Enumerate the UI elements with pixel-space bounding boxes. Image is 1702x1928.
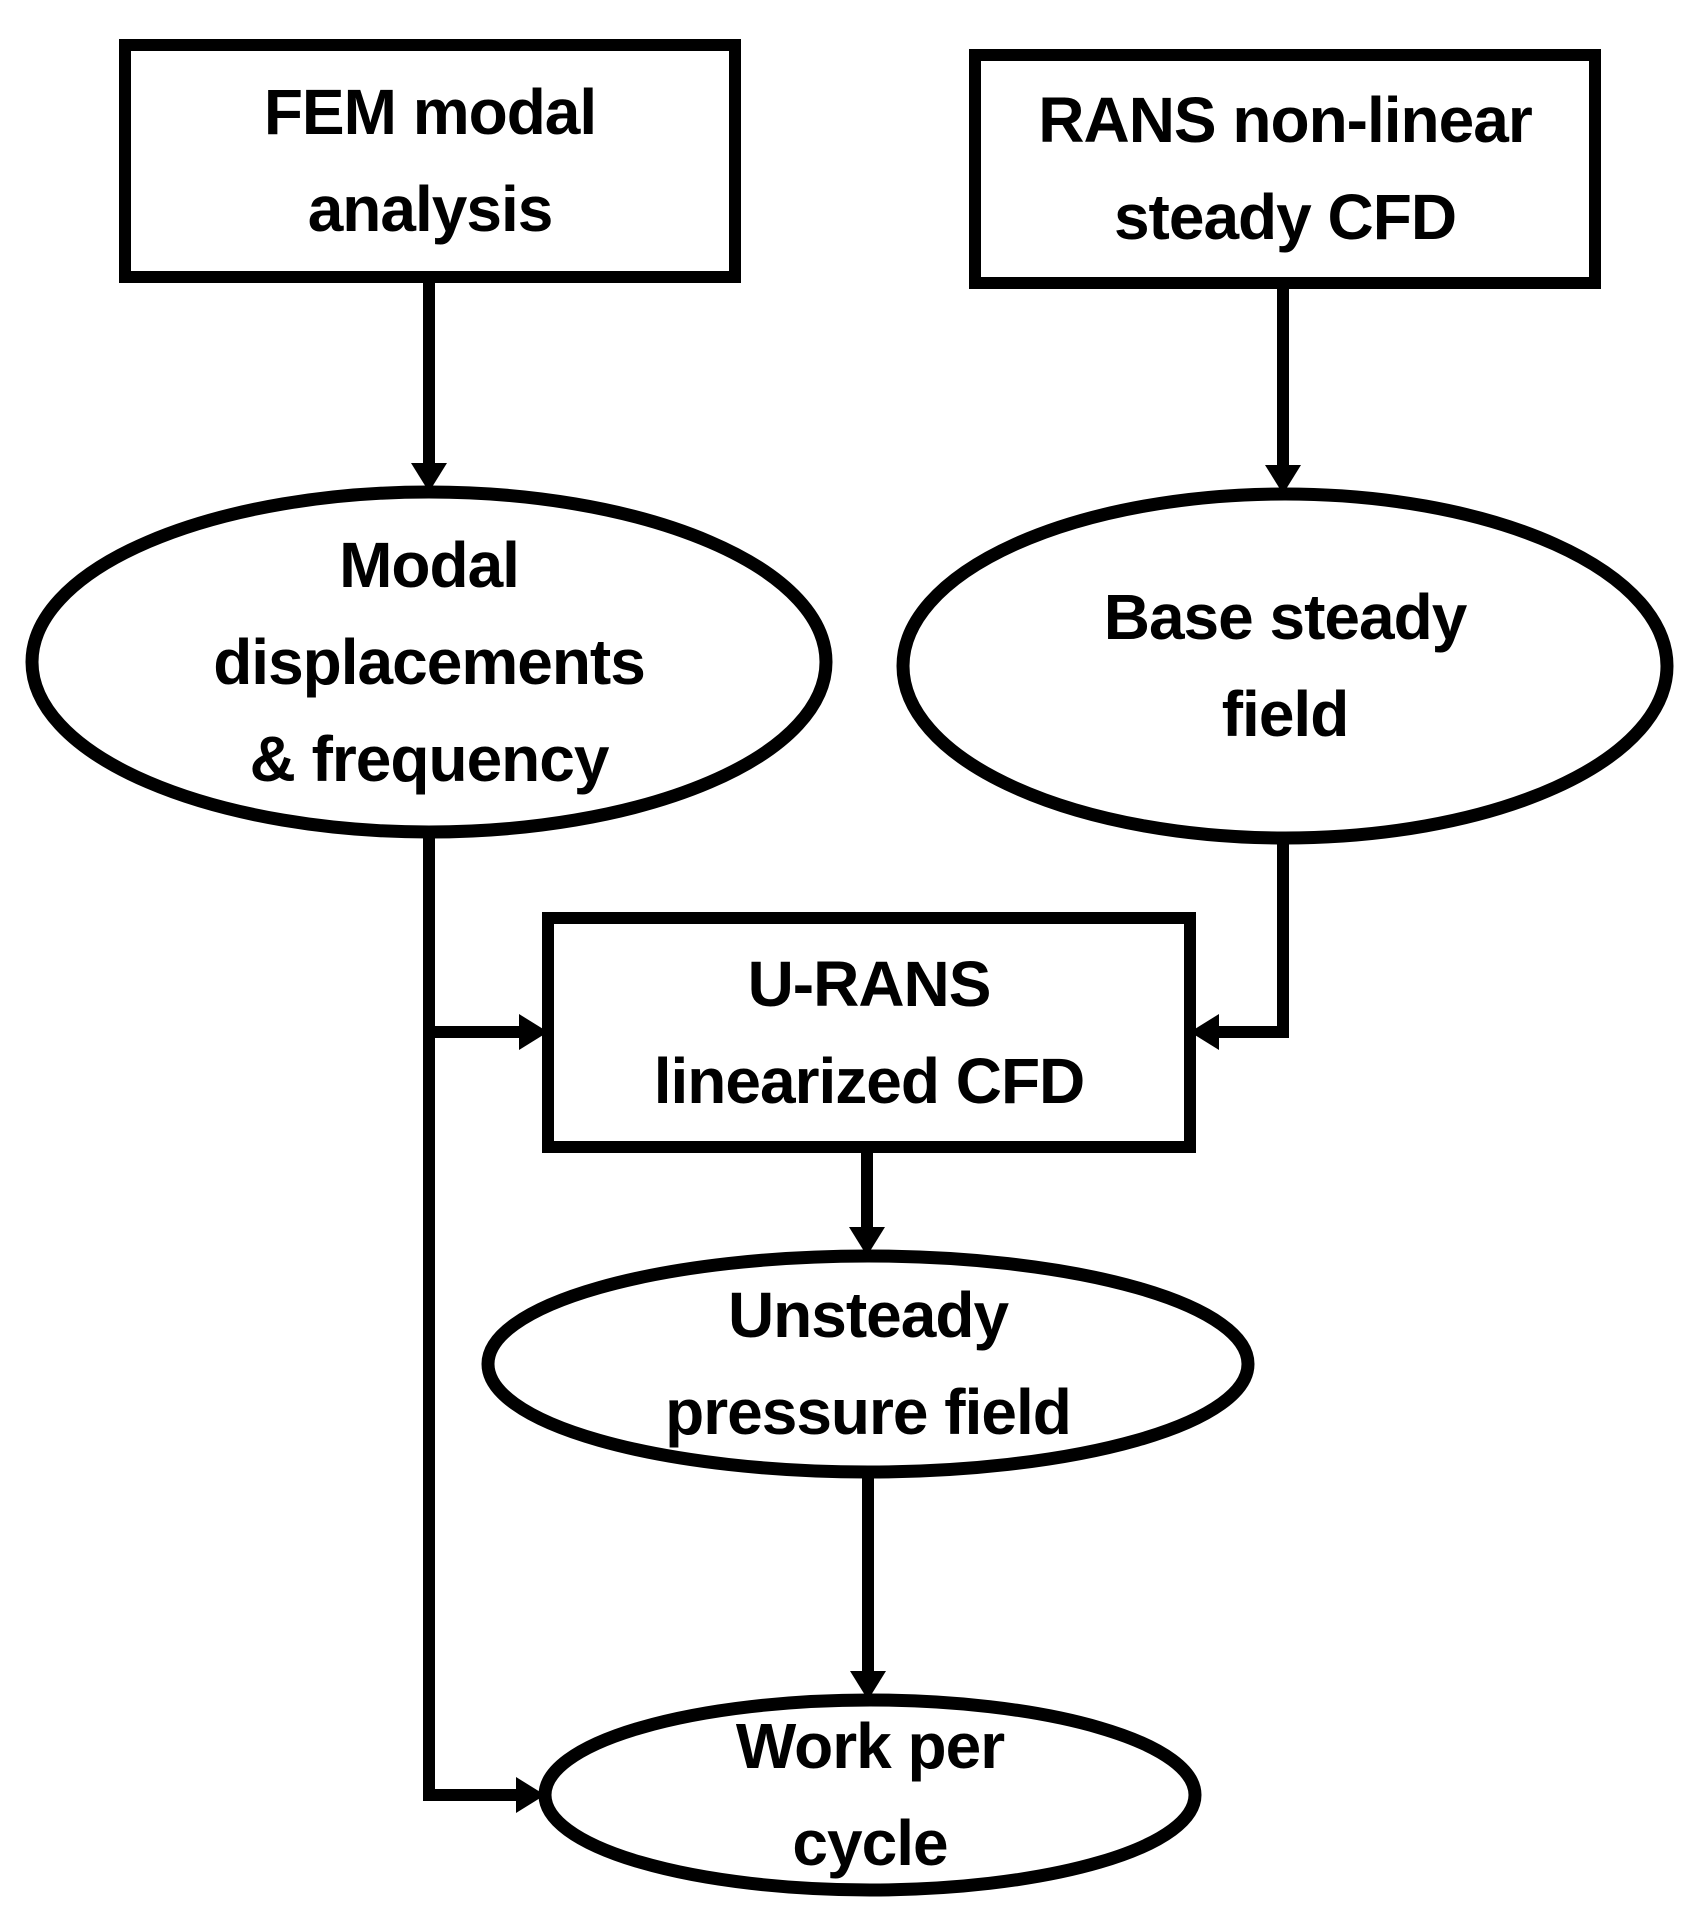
rans-nonlinear-steady-cfd-box — [969, 49, 1601, 289]
fem-modal-analysis-box — [119, 39, 741, 283]
urans-linearized-cfd-box — [542, 912, 1196, 1153]
arrowhead-modal-to-urans — [519, 1014, 548, 1050]
arrow-modal-to-work-line — [423, 828, 517, 1801]
arrowhead-urans-to-unsteady — [849, 1227, 885, 1256]
arrowhead-rans-to-base — [1265, 465, 1301, 494]
base-steady-field-ellipse — [896, 487, 1674, 845]
modal-displacements-frequency-ellipse — [25, 485, 833, 839]
work-per-cycle-ellipse — [538, 1693, 1202, 1897]
arrowhead-base-to-urans — [1190, 1014, 1219, 1050]
arrowhead-fem-to-modal — [411, 463, 447, 492]
unsteady-pressure-field-ellipse — [481, 1249, 1255, 1479]
arrow-base-to-urans-line — [1218, 835, 1289, 1038]
arrowhead-modal-to-work — [516, 1777, 545, 1813]
arrowhead-unsteady-to-work — [850, 1671, 886, 1700]
